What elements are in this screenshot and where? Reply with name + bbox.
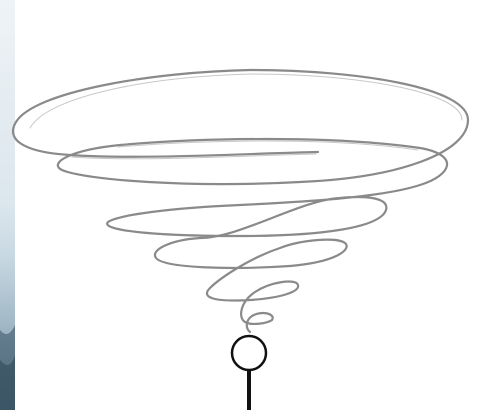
spiral-line bbox=[13, 70, 468, 332]
marker-circle bbox=[232, 336, 266, 370]
